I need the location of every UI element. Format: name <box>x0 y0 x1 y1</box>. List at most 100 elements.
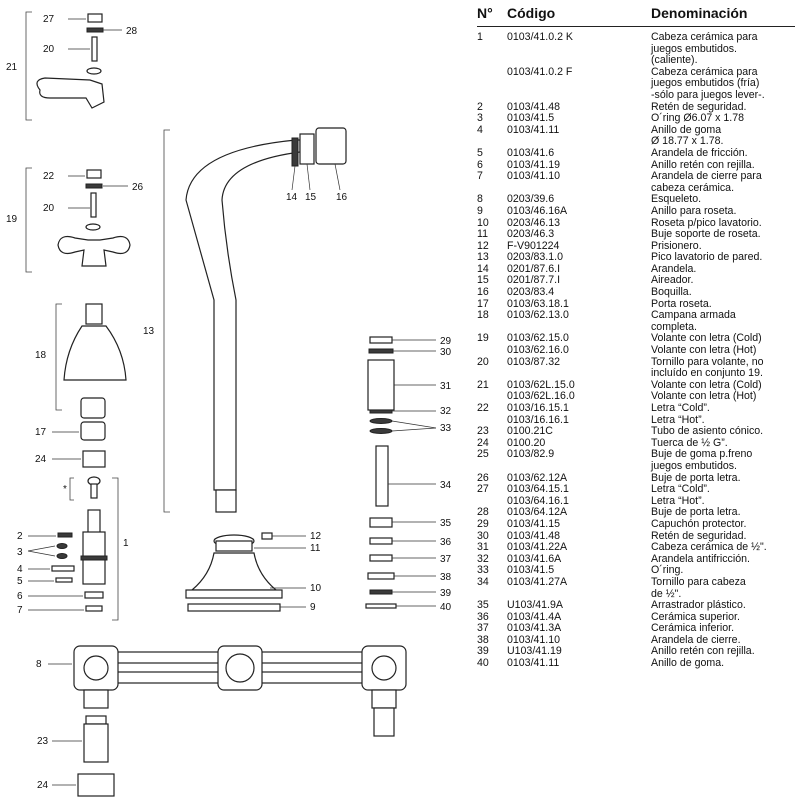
half-inch-cartridge-assembly <box>365 336 397 609</box>
row-number: 5 <box>477 146 483 159</box>
row-number: 15 <box>477 274 489 287</box>
row-number: 38 <box>477 633 489 646</box>
callout-17: 17 <box>35 427 47 438</box>
row-code: 0103/41.15 <box>507 517 561 530</box>
callout-8: 8 <box>36 659 42 670</box>
callout-39: 39 <box>440 588 452 599</box>
callout-28: 28 <box>126 26 138 37</box>
row-code: 0100.20 <box>507 436 546 449</box>
body-leg-right <box>371 689 397 709</box>
row-code: 0203/83.4 <box>507 286 555 299</box>
row-number: 40 <box>477 657 489 670</box>
rosette-holder-17 <box>80 421 106 441</box>
cartridge-oring <box>80 555 108 561</box>
callout-20-b: 20 <box>43 203 55 214</box>
row-code: F-V901224 <box>507 239 560 252</box>
row-code: 0103/41.3A <box>507 622 562 635</box>
bell-sleeve <box>85 303 103 325</box>
lower-ceramic-37 <box>369 554 393 562</box>
header-code: Código <box>507 5 556 21</box>
callout-5: 5 <box>17 576 23 587</box>
letter-22 <box>86 169 102 179</box>
cartridge-screw <box>90 483 98 499</box>
row-code: 0103/46.16A <box>507 204 568 217</box>
row-code: 0103/41.48 <box>507 100 561 113</box>
callout-4: 4 <box>17 564 23 575</box>
callout-13: 13 <box>143 326 155 337</box>
row-number: 35 <box>477 599 489 612</box>
row-code: 0203/46.13 <box>507 216 561 229</box>
row-denomination: Retén de seguridad. <box>651 529 747 542</box>
row-denomination: Boquilla. <box>651 286 692 299</box>
row-number <box>477 67 507 102</box>
header-number: N° <box>477 5 493 21</box>
row-number: 19 <box>477 332 489 345</box>
row-denomination: Tuerca de ½ G”. <box>651 436 728 449</box>
brace-star <box>69 477 74 501</box>
lever-handle-assembly <box>25 11 105 121</box>
callout-27: 27 <box>43 14 55 25</box>
row-code: 0100.21C <box>507 425 553 438</box>
callout-14: 14 <box>286 192 298 203</box>
row-number: 34 <box>477 575 489 588</box>
row-number: 13 <box>477 251 489 264</box>
row-denomination: Tornillo para cabeza de ½". <box>651 575 746 600</box>
washer <box>86 67 102 75</box>
oring-3-b <box>56 553 68 559</box>
row-denomination: Arrastrador plástico. <box>651 599 746 612</box>
callout-23: 23 <box>37 736 49 747</box>
drive-35 <box>369 517 393 528</box>
row-number: 20 <box>477 355 489 368</box>
row-number: 10 <box>477 216 489 229</box>
row-code: 0103/62.15.0 <box>507 332 569 345</box>
handle-screw-20b <box>90 192 97 218</box>
body-leg-left <box>83 689 109 709</box>
row-denomination: Capuchón protector. <box>651 517 747 530</box>
retaining-ring-39 <box>369 589 393 595</box>
row-code: 0201/87.7.I <box>507 274 561 287</box>
row-denomination: Arandela de cierre para cabeza cerámica. <box>651 170 762 194</box>
row-number: 17 <box>477 297 489 310</box>
row-denomination: Letra “Cold”. <box>651 483 710 496</box>
row-code: 0203/46.3 <box>507 228 555 241</box>
row-number: 18 <box>477 309 489 322</box>
letter-insert-28 <box>86 27 104 33</box>
row-denomination: Volante con letra (Hot) <box>651 390 757 403</box>
row-number <box>477 345 507 357</box>
callout-34: 34 <box>440 480 452 491</box>
letter-bushing-27 <box>87 13 103 23</box>
callout-24-b: 24 <box>37 780 49 791</box>
callout-16: 16 <box>336 192 348 203</box>
row-number: 12 <box>477 239 489 252</box>
cartridge-31 <box>367 359 395 411</box>
nut-24-b <box>77 773 115 797</box>
callout-20-a: 20 <box>43 44 55 55</box>
row-number: 37 <box>477 622 489 635</box>
row-code: 0103/41.48 <box>507 529 561 542</box>
row-number: 4 <box>477 123 483 136</box>
row-number: 7 <box>477 170 483 183</box>
letter-bushing-26 <box>85 183 103 189</box>
row-number: 26 <box>477 471 489 484</box>
callout-24-a: 24 <box>35 454 47 465</box>
row-code: 0103/41.0.2 K <box>507 31 573 43</box>
rosette-ring-9 <box>187 603 281 612</box>
